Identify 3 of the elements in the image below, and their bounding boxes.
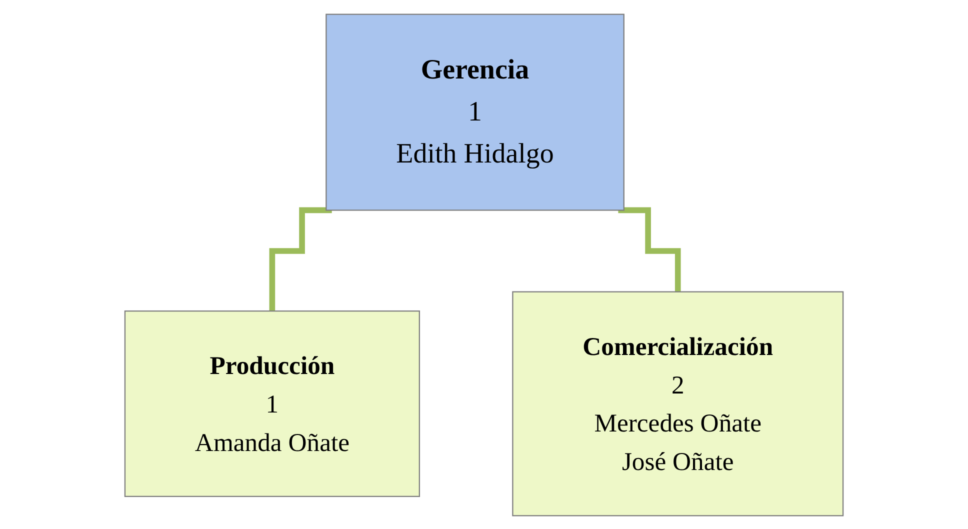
node-box: Gerencia 1 Edith Hidalgo (326, 13, 624, 210)
node-box: Comercialización 2 Mercedes Oñate José Oñate (512, 290, 844, 516)
node-box: Producción 1 Amanda Oñate (124, 310, 420, 497)
